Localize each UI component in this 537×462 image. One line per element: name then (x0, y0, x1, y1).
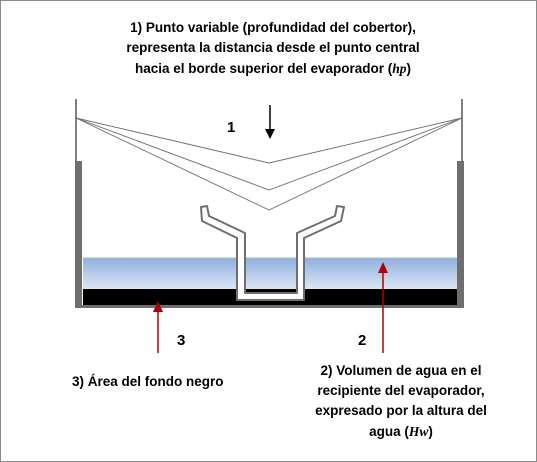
cover-lines (75, 117, 463, 211)
pointer-arrowhead-3 (153, 301, 163, 312)
marker-2: 2 (358, 332, 366, 349)
marker-3: 3 (177, 332, 185, 349)
cover-line-2 (75, 117, 463, 191)
cover-line-3 (75, 117, 463, 211)
water-volume (83, 258, 457, 290)
caption-2-line-3: expresado por la altura del (315, 403, 487, 418)
pan-right-wall (457, 161, 464, 307)
cover-line-1 (75, 117, 463, 164)
caption-2-line-2: recipiente del evaporador, (317, 383, 484, 398)
hw-symbol: Hw (408, 424, 430, 439)
caption-2-line-1: 2) Volumen de agua en el (320, 363, 481, 378)
stilling-well (200, 205, 345, 301)
caption-1-line-1: 1) Punto variable (profundidad del cober… (130, 20, 416, 35)
pan-left-wall (75, 161, 82, 307)
pointer-arrowhead-1 (265, 129, 275, 139)
caption-1-line-3: hacia el borde superior del evaporador (… (135, 61, 411, 76)
caption-3: 3) Área del fondo negro (72, 374, 224, 389)
pointer-arrowhead-2 (378, 262, 388, 273)
marker-1: 1 (227, 119, 235, 136)
hp-symbol: hp (392, 61, 407, 76)
caption-1-line-2: representa la distancia desde el punto c… (126, 40, 419, 55)
pan-floor (75, 305, 464, 308)
caption-2-line-4: agua (Hw) (369, 424, 433, 439)
